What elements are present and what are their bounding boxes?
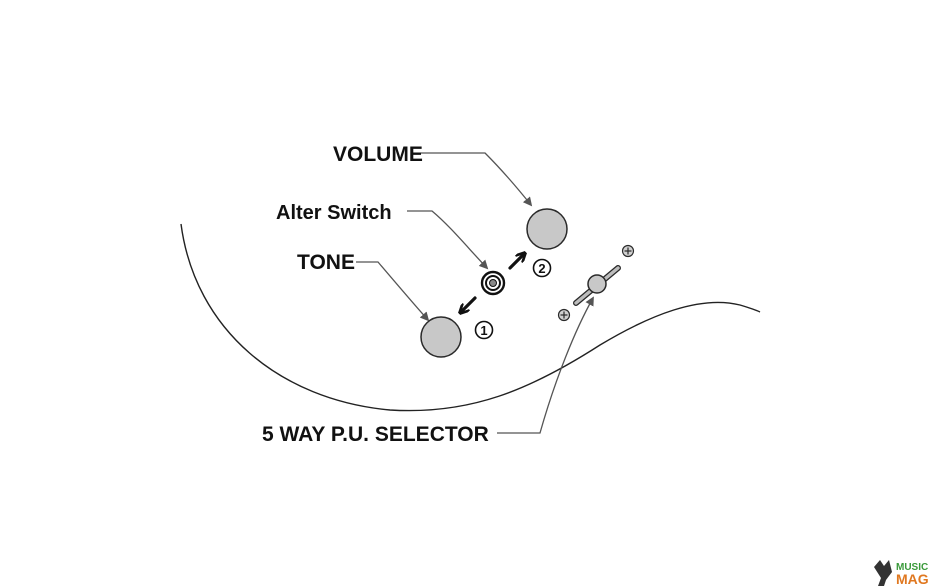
tone-label: TONE bbox=[297, 251, 355, 274]
five-way-selector[interactable] bbox=[573, 265, 621, 306]
marker-2: 2 bbox=[532, 258, 552, 278]
selector-screw-bottom bbox=[557, 308, 571, 322]
selector-leader-line bbox=[497, 296, 594, 434]
selector-screw-top bbox=[621, 244, 635, 258]
svg-text:2: 2 bbox=[538, 261, 545, 276]
volume-knob[interactable] bbox=[526, 208, 568, 250]
marker-1: 1 bbox=[474, 320, 494, 340]
selector-label: 5 WAY P.U. SELECTOR bbox=[262, 423, 489, 446]
alter-switch[interactable] bbox=[480, 270, 506, 296]
tone-leader-line bbox=[356, 261, 430, 322]
volume-label: VOLUME bbox=[333, 143, 423, 166]
arrow-down-left bbox=[462, 296, 477, 311]
svg-text:1: 1 bbox=[480, 323, 487, 338]
guitar-body-outline bbox=[180, 223, 761, 412]
alter-switch-leader-line bbox=[407, 210, 489, 270]
tone-knob[interactable] bbox=[420, 316, 462, 358]
volume-leader-line bbox=[421, 152, 533, 207]
alter-switch-label: Alter Switch bbox=[276, 202, 392, 224]
watermark-logo: MUSIC MAG bbox=[874, 560, 929, 587]
svg-text:MUSIC: MUSIC bbox=[896, 562, 928, 573]
guitarist-silhouette-icon bbox=[874, 560, 892, 586]
svg-text:MAG: MAG bbox=[896, 571, 929, 587]
arrow-up-right bbox=[508, 255, 523, 270]
